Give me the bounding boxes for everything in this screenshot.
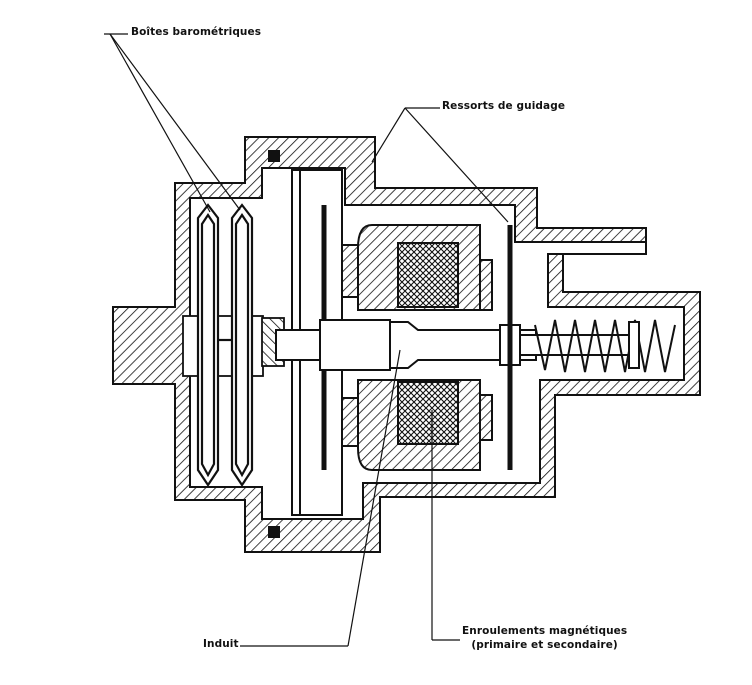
- seal-top: [268, 150, 280, 162]
- barometric-capsules: [196, 203, 254, 487]
- coil-spring: [534, 319, 676, 373]
- label-induit: Induit: [203, 638, 239, 650]
- leader-lines: [104, 33, 509, 647]
- label-enroulements-line2: (primaire et secondaire): [471, 639, 618, 651]
- coil-windings: [397, 242, 459, 445]
- shaft: [275, 319, 631, 371]
- label-enroulements-line1: Enroulements magnétiques: [462, 625, 628, 637]
- label-ressorts-de-guidage: Ressorts de guidage: [442, 100, 566, 112]
- label-enroulements: Enroulements magnétiques (primaire et se…: [462, 624, 627, 652]
- seal-bottom: [268, 526, 280, 538]
- label-boites-barometriques: Boîtes barométriques: [131, 26, 262, 38]
